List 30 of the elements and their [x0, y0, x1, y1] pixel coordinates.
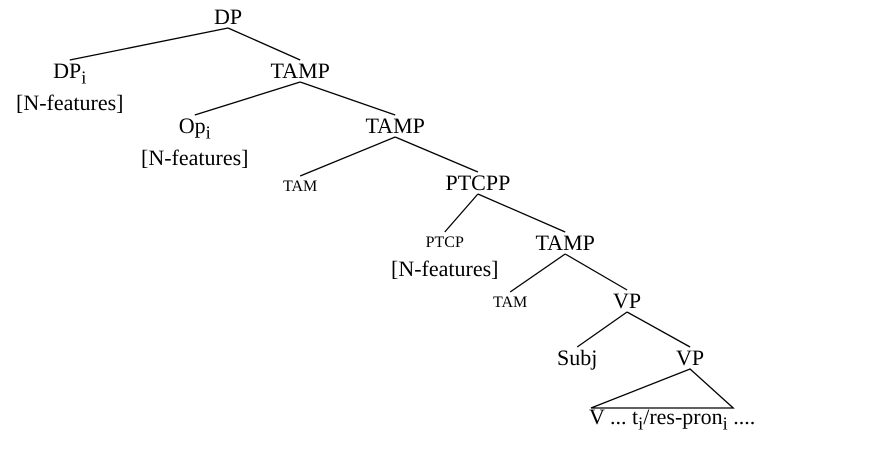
tree-branch [300, 136, 396, 177]
tree-label: PTCPP [446, 170, 510, 196]
triangle-branch [590, 368, 735, 409]
tree-label: TAM [283, 177, 318, 197]
tree-branch [70, 27, 228, 61]
tree-branch [194, 81, 300, 116]
tree-branch [510, 253, 566, 293]
tree-label: Op$_{i}$ [178, 113, 212, 144]
tree-branch [394, 136, 478, 173]
tree-label: VP [676, 345, 704, 371]
tree-label: VP [613, 288, 642, 314]
tree-branch [228, 27, 300, 61]
tree-label: TAMP [270, 58, 330, 84]
tree-label: [N-features] [141, 145, 248, 172]
tree-label: TAMP [366, 113, 425, 139]
tree-label: PTCP [424, 233, 465, 253]
tree-branch [626, 311, 690, 348]
tree-label: DP$_{i}$ [52, 58, 88, 90]
tree-branch [444, 194, 478, 232]
tree-branch [300, 81, 396, 116]
tree-branch [564, 253, 628, 291]
tree-label: TAMP [536, 230, 595, 256]
tree-label: TAM [493, 293, 528, 313]
tree-label: DP [214, 4, 242, 30]
tree-label: V ... t$_{i}$/res-pron$_{i}$ .... [589, 404, 756, 436]
tree-label: [N-features] [16, 90, 124, 116]
tree-branch [478, 193, 566, 233]
tree-label: Subj [557, 345, 598, 371]
tree-label: [N-features] [391, 256, 498, 282]
tree-branch [576, 311, 628, 348]
